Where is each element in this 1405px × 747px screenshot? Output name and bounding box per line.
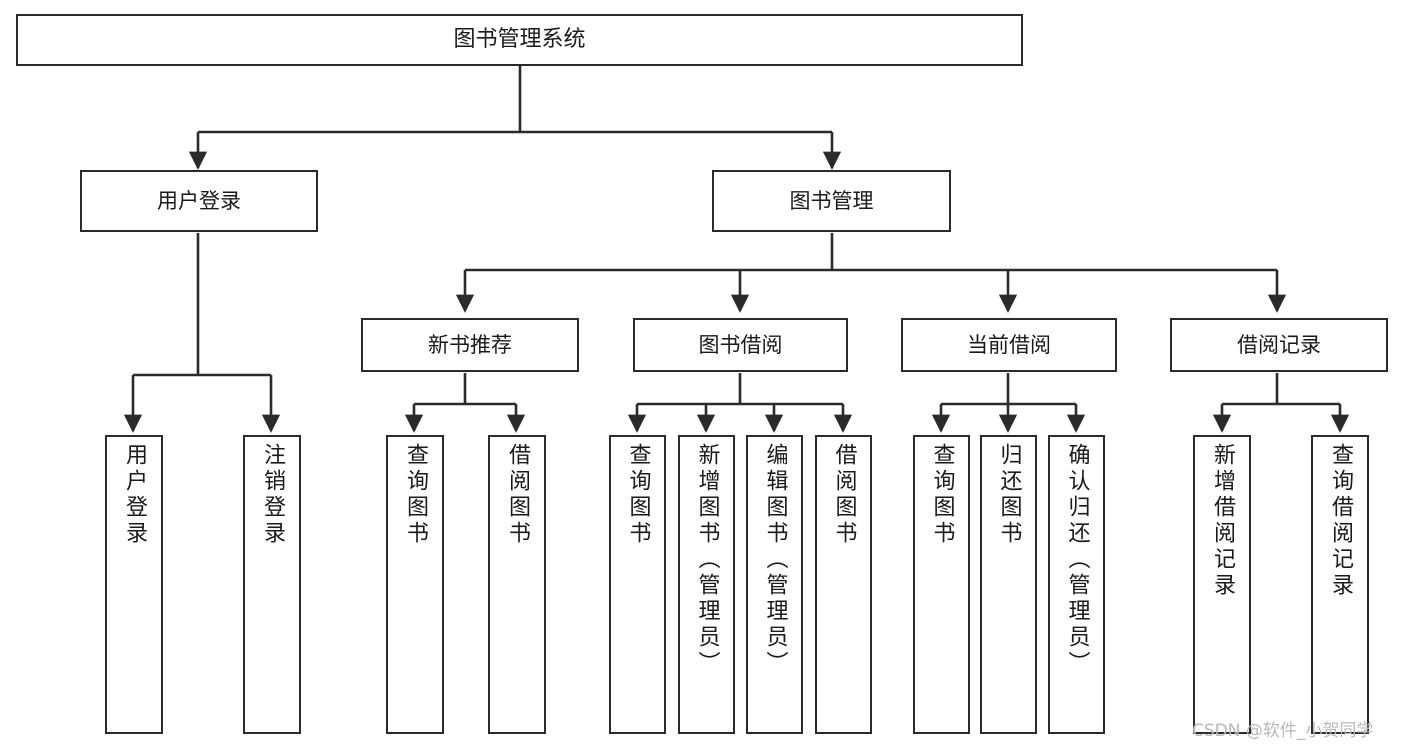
node-borrow-record[interactable]: 借阅记录 — [1170, 318, 1388, 372]
node-leaf-query-record[interactable]: 查询借阅记录 — [1311, 435, 1369, 734]
node-leaf-confirm-return-label: 确认归还（管理员） — [1064, 443, 1090, 677]
node-root-label: 图书管理系统 — [453, 27, 586, 53]
node-current-borrow-label: 当前借阅 — [967, 332, 1051, 357]
node-leaf-logout-login-label: 注销登录 — [260, 443, 285, 547]
node-leaf-confirm-return[interactable]: 确认归还（管理员） — [1048, 435, 1105, 734]
node-current-borrow[interactable]: 当前借阅 — [901, 318, 1117, 372]
node-new-book-recommend[interactable]: 新书推荐 — [361, 318, 579, 372]
node-leaf-query-book-1-label: 查询图书 — [403, 443, 428, 547]
node-leaf-add-record[interactable]: 新增借阅记录 — [1193, 435, 1251, 734]
watermark-text: CSDN @软件_小贺同学 — [1192, 721, 1374, 741]
node-leaf-borrow-book-1[interactable]: 借阅图书 — [488, 435, 546, 734]
node-leaf-borrow-book-2[interactable]: 借阅图书 — [815, 435, 872, 734]
node-leaf-add-book[interactable]: 新增图书（管理员） — [678, 435, 735, 734]
node-user-login-label: 用户登录 — [157, 188, 241, 213]
node-leaf-query-book-2-label: 查询图书 — [625, 443, 651, 547]
node-leaf-add-record-label: 新增借阅记录 — [1210, 443, 1235, 599]
node-leaf-user-login-label: 用户登录 — [122, 443, 147, 547]
node-leaf-logout-login[interactable]: 注销登录 — [243, 435, 301, 734]
node-leaf-borrow-book-1-label: 借阅图书 — [505, 443, 530, 547]
node-leaf-query-book-1[interactable]: 查询图书 — [386, 435, 444, 734]
node-leaf-query-book-3[interactable]: 查询图书 — [913, 435, 970, 734]
node-new-book-recommend-label: 新书推荐 — [428, 332, 512, 357]
node-borrow-record-label: 借阅记录 — [1237, 332, 1321, 357]
node-book-borrow[interactable]: 图书借阅 — [633, 318, 848, 372]
node-leaf-query-book-3-label: 查询图书 — [929, 443, 955, 547]
node-book-borrow-label: 图书借阅 — [698, 332, 783, 357]
node-leaf-query-book-2[interactable]: 查询图书 — [609, 435, 666, 734]
node-leaf-query-record-label: 查询借阅记录 — [1328, 443, 1353, 599]
node-leaf-return-book-label: 归还图书 — [996, 443, 1022, 547]
node-leaf-add-book-label: 新增图书（管理员） — [694, 443, 720, 677]
node-leaf-borrow-book-2-label: 借阅图书 — [831, 443, 857, 547]
node-book-management[interactable]: 图书管理 — [712, 170, 951, 232]
node-user-login[interactable]: 用户登录 — [80, 170, 318, 232]
node-root[interactable]: 图书管理系统 — [16, 14, 1023, 66]
node-book-management-label: 图书管理 — [789, 188, 874, 213]
node-leaf-edit-book-label: 编辑图书（管理员） — [762, 443, 788, 677]
node-leaf-return-book[interactable]: 归还图书 — [980, 435, 1037, 734]
node-leaf-user-login[interactable]: 用户登录 — [105, 435, 163, 734]
node-leaf-edit-book[interactable]: 编辑图书（管理员） — [746, 435, 803, 734]
